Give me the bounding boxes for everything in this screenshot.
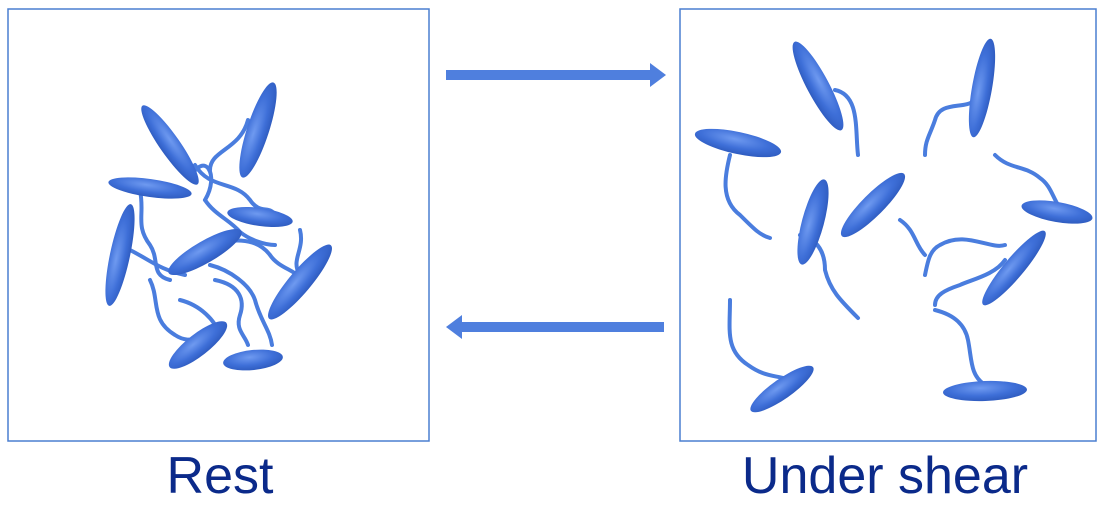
- ellipsoid-icon: [943, 380, 1027, 402]
- ellipsoid-icon: [223, 349, 283, 371]
- ellipsoid-icon: [141, 105, 199, 185]
- shear-ellipsoids: [694, 38, 1093, 413]
- ellipsoid-icon: [1021, 200, 1093, 224]
- arrow-shaft: [458, 322, 664, 332]
- ellipsoid-icon: [108, 177, 192, 199]
- rest-panel: [7, 8, 430, 442]
- ellipsoid-icon: [168, 321, 228, 369]
- arrow-head-left-icon: [446, 315, 462, 339]
- shear-panel-frame: [679, 8, 1097, 442]
- arrow-shaft: [446, 70, 654, 80]
- to-rest-arrow: [446, 315, 664, 339]
- ellipsoid-icon: [750, 365, 814, 413]
- to-shear-arrow: [446, 63, 666, 87]
- ellipsoid-icon: [982, 230, 1046, 306]
- ellipsoid-icon: [968, 38, 996, 138]
- shear-panel: [679, 8, 1097, 442]
- ellipsoid-icon: [105, 204, 135, 306]
- rest-panel-frame: [7, 8, 430, 442]
- shear-caption: Under shear: [741, 447, 1029, 505]
- ellipsoid-icon: [168, 228, 242, 276]
- ellipsoid-icon: [694, 128, 782, 158]
- ellipsoid-icon: [840, 172, 906, 238]
- rest-caption: Rest: [166, 447, 274, 505]
- ellipsoid-icon: [792, 41, 844, 131]
- rest-ellipsoids: [105, 82, 332, 371]
- arrow-head-right-icon: [650, 63, 666, 87]
- ellipsoid-icon: [797, 179, 829, 265]
- ellipsoid-icon: [268, 244, 332, 320]
- ellipsoid-icon: [227, 206, 293, 228]
- ellipsoid-icon: [239, 82, 277, 178]
